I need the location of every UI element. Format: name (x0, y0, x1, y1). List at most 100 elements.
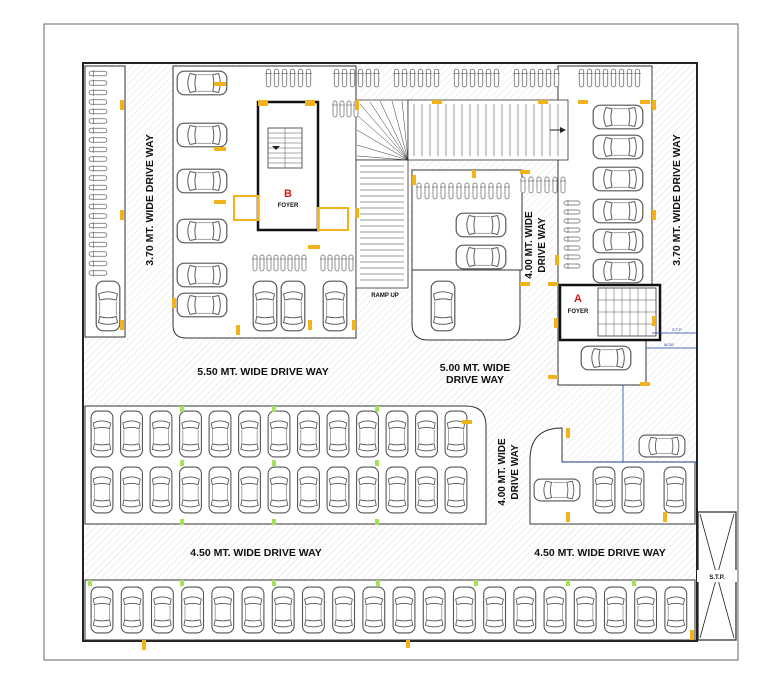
car-bay (176, 122, 228, 148)
drive-label-500-l1: 5.00 MT. WIDE (440, 362, 511, 374)
bike-bay (425, 68, 432, 88)
column (566, 580, 570, 586)
car-bay (241, 586, 265, 634)
bike-bay (602, 68, 609, 88)
bike-bay (88, 241, 108, 248)
bike-bay (348, 254, 354, 272)
bike-bay (417, 68, 424, 88)
car-bay (415, 466, 438, 514)
bike-bay (416, 182, 422, 200)
bike-bay (265, 68, 272, 88)
car-bay (573, 586, 597, 634)
car-bay (430, 280, 456, 332)
bike-bay (88, 136, 108, 144)
car-bay (332, 586, 356, 634)
car-bay (90, 586, 114, 634)
bike-bay (346, 100, 352, 118)
car-bay (181, 586, 205, 634)
bike-bay (485, 68, 492, 88)
bike-bay (88, 222, 108, 229)
bike-bay (266, 254, 272, 272)
car-bay (603, 586, 627, 634)
foyer-b-letter: B (284, 188, 292, 200)
column (376, 580, 380, 586)
column (632, 580, 636, 586)
car-bay (176, 218, 228, 244)
stp-label: S.T.P. (709, 575, 725, 581)
car-bay (592, 466, 616, 514)
car-bay (238, 466, 261, 514)
bike-bay (563, 236, 581, 242)
car-bay (90, 466, 114, 514)
car-bay (513, 586, 537, 634)
column (214, 147, 226, 151)
foyer-b-label: FOYER (278, 203, 299, 209)
bike-bay (409, 68, 416, 88)
bike-bay (433, 68, 440, 88)
bike-bay (339, 100, 345, 118)
car-bay (179, 466, 202, 514)
foyer-a-letter: A (574, 293, 582, 305)
car-bay (120, 466, 143, 514)
column (308, 320, 312, 330)
bike-bay (88, 79, 108, 87)
column (412, 175, 416, 185)
bike-bay (424, 182, 430, 200)
bike-bay (536, 176, 542, 194)
bike-bay (88, 212, 108, 220)
bike-bay (560, 176, 566, 194)
bike-bay (294, 254, 300, 272)
bike-bay (469, 68, 476, 88)
car-bay (664, 586, 688, 634)
bike-bay (448, 182, 454, 200)
car-bay (385, 410, 409, 458)
car-bay (211, 586, 235, 634)
column (652, 210, 656, 220)
car-bay (176, 168, 228, 194)
drive-label-left: 3.70 MT. WIDE DRIVE WAY (144, 134, 156, 265)
column (180, 406, 184, 412)
column (258, 100, 268, 106)
bike-bay (544, 176, 550, 194)
bike-bay (88, 174, 108, 182)
car-bay (592, 258, 644, 284)
column (555, 255, 559, 265)
car-bay (238, 410, 261, 458)
column (566, 428, 570, 438)
bike-bay (496, 182, 502, 200)
bike-bay (480, 182, 486, 200)
car-bay (356, 410, 379, 458)
drive-aisle-450 (85, 524, 695, 580)
column (352, 320, 356, 330)
column (272, 406, 276, 412)
bike-bay (333, 68, 340, 88)
car-bay (150, 586, 174, 634)
ramp (355, 99, 569, 289)
bike-bay (610, 68, 617, 88)
bike-bay (401, 68, 408, 88)
bike-bay (513, 68, 520, 88)
bike-bay (393, 68, 400, 88)
bike-bay (440, 182, 446, 200)
bike-bay (88, 165, 108, 172)
column (406, 640, 410, 648)
column (690, 630, 694, 640)
car-bay (483, 586, 507, 634)
bike-bay (281, 68, 288, 88)
car-bay (663, 466, 687, 514)
car-bay (179, 410, 202, 458)
pipe-label-2: M.DE (664, 342, 674, 347)
car-bay (592, 228, 644, 254)
car-bay (271, 586, 295, 634)
car-bay (621, 466, 645, 514)
bike-bay (373, 68, 380, 88)
drive-label-450-left: 4.50 MT. WIDE DRIVE WAY (190, 547, 321, 559)
bike-bay (563, 218, 581, 224)
bike-bay (320, 254, 326, 272)
bike-bay (563, 209, 581, 215)
bike-bay (634, 68, 641, 88)
car-bay (176, 262, 228, 288)
car-bay (301, 586, 325, 634)
car-bay (322, 280, 348, 332)
